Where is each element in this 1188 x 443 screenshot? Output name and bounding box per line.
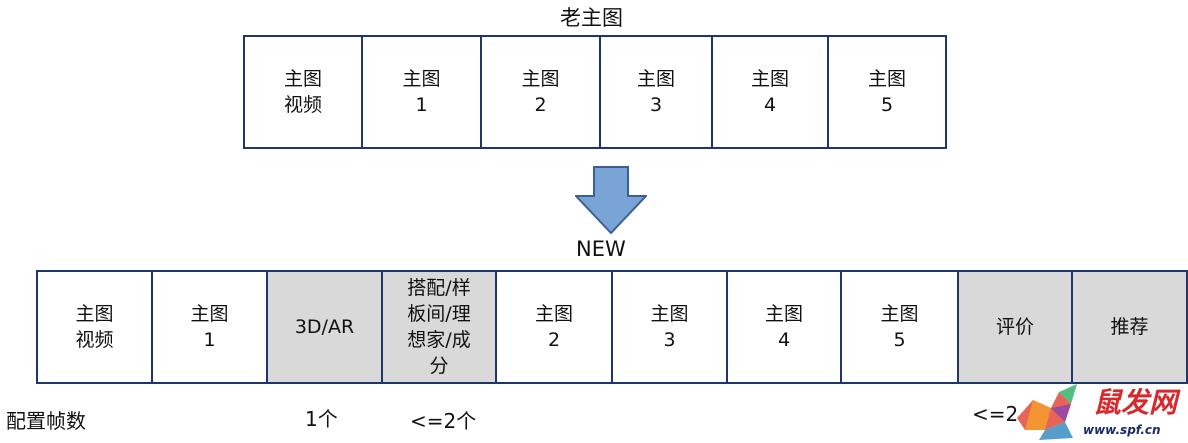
count-matching: <=2个 (410, 409, 477, 433)
old-cell-3: 主图 3 (601, 37, 713, 147)
new-cell-video: 主图 视频 (38, 272, 153, 382)
old-main-image-row: 主图 视频 主图 1 主图 2 主图 3 主图 4 主图 5 (243, 35, 947, 149)
old-cell-2: 主图 2 (482, 37, 601, 147)
new-title: NEW (576, 237, 626, 261)
new-cell-5: 主图 5 (842, 272, 959, 382)
svg-text:www.spf.cn: www.spf.cn (1083, 423, 1161, 437)
new-cell-3: 主图 3 (613, 272, 728, 382)
watermark-logo: 鼠发网 www.spf.cn (1017, 384, 1181, 440)
count-3d-ar: 1个 (305, 407, 338, 431)
new-cell-review: 评价 (959, 272, 1073, 382)
old-title: 老主图 (560, 6, 623, 30)
frame-count-label: 配置帧数 (6, 409, 86, 433)
new-cell-3d-ar: 3D/AR (268, 272, 383, 382)
new-cell-1: 主图 1 (153, 272, 268, 382)
down-arrow-icon (575, 166, 647, 234)
old-cell-1: 主图 1 (363, 37, 482, 147)
new-cell-4: 主图 4 (728, 272, 842, 382)
new-cell-matching: 搭配/样 板间/理 想家/成 分 (383, 272, 497, 382)
old-cell-5: 主图 5 (829, 37, 947, 147)
new-cell-recommend: 推荐 (1073, 272, 1188, 382)
new-main-image-row: 主图 视频 主图 1 3D/AR 搭配/样 板间/理 想家/成 分 主图 2 主… (36, 270, 1188, 384)
count-review: <=2 (972, 402, 1019, 426)
new-cell-2: 主图 2 (497, 272, 613, 382)
old-cell-4: 主图 4 (713, 37, 829, 147)
old-cell-video: 主图 视频 (245, 37, 363, 147)
svg-text:鼠发网: 鼠发网 (1093, 386, 1181, 419)
